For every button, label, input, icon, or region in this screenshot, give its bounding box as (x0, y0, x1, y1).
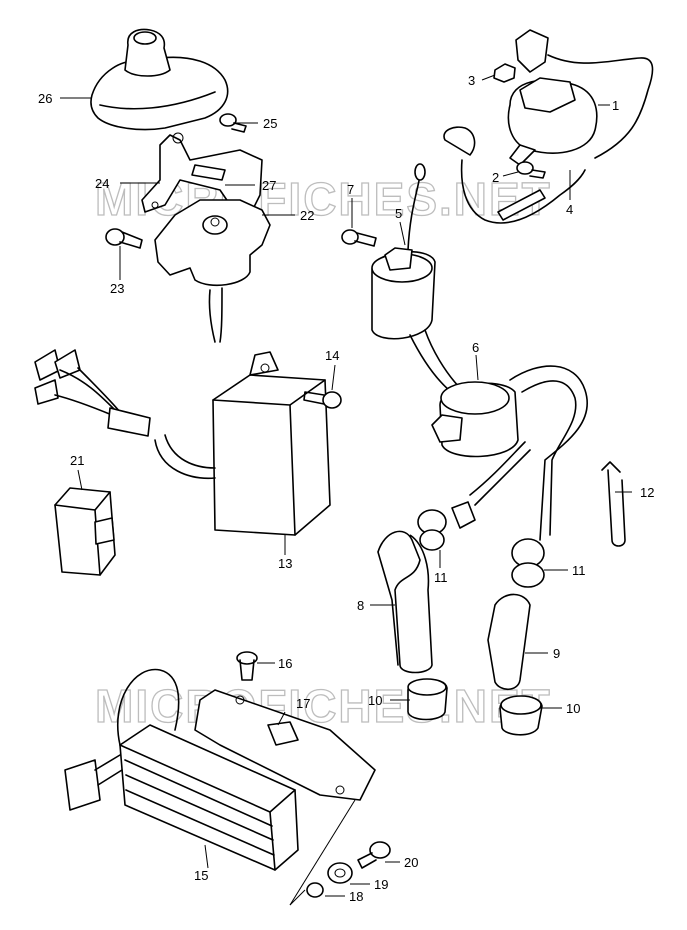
callout-24: 24 (95, 176, 109, 191)
callout-4: 4 (566, 202, 573, 217)
part-26-cover[interactable] (90, 28, 229, 131)
part-3-nut[interactable] (493, 63, 516, 83)
part-2-bolt[interactable] (516, 161, 546, 179)
callout-18: 18 (349, 889, 363, 904)
part-8-lead[interactable] (377, 530, 433, 674)
callout-3: 3 (468, 73, 475, 88)
part-6-coil[interactable] (431, 365, 588, 541)
callout-27: 27 (262, 178, 276, 193)
callout-12: 12 (640, 485, 654, 500)
callout-16: 16 (278, 656, 292, 671)
callout-8: 8 (357, 598, 364, 613)
callout-17: 17 (296, 696, 310, 711)
callout-9: 9 (553, 646, 560, 661)
callout-19: 19 (374, 877, 388, 892)
part-23-bolt[interactable] (105, 228, 143, 249)
part-9-lead[interactable] (487, 593, 531, 691)
callout-1: 1 (612, 98, 619, 113)
part-10-cap-right[interactable] (499, 695, 543, 736)
ignition-coil-upper[interactable] (371, 247, 461, 396)
callout-11-right: 11 (572, 563, 586, 578)
part-14-screw[interactable] (303, 391, 342, 409)
callout-10-left: 10 (368, 693, 382, 708)
part-4-cable[interactable] (443, 126, 586, 224)
callout-14: 14 (325, 348, 339, 363)
part-20-bolt[interactable] (357, 841, 391, 869)
part-17-bracket[interactable] (194, 689, 376, 801)
part-11-cap-left[interactable] (417, 501, 476, 551)
callout-11-left: 11 (434, 570, 448, 585)
callout-21: 21 (70, 453, 84, 468)
part-7-bolt[interactable] (341, 229, 377, 247)
callout-5: 5 (395, 206, 402, 221)
wire-harness-left[interactable] (34, 349, 216, 480)
callout-6: 6 (472, 340, 479, 355)
part-16-bolt[interactable] (236, 651, 258, 681)
callout-10-right: 10 (566, 701, 580, 716)
part-5-wire[interactable] (407, 163, 426, 251)
watermark-bottom: MICROFICHES.NET (95, 680, 552, 732)
callout-25: 25 (263, 116, 277, 131)
callout-26: 26 (38, 91, 52, 106)
callout-15: 15 (194, 868, 208, 883)
callout-7: 7 (347, 182, 354, 197)
part-11-cap-right[interactable] (511, 538, 545, 588)
part-13-cdi-unit[interactable] (212, 351, 331, 536)
callout-23: 23 (110, 281, 124, 296)
part-19-grommet[interactable] (327, 862, 353, 884)
callout-13: 13 (278, 556, 292, 571)
part-18-collar[interactable] (306, 882, 324, 898)
callout-2: 2 (492, 170, 499, 185)
part-21-relay[interactable] (54, 487, 116, 576)
part-10-cap-left[interactable] (407, 678, 448, 721)
part-25-screw[interactable] (219, 113, 247, 133)
part-27-plate[interactable] (191, 164, 226, 181)
part-12-clamp[interactable] (601, 461, 626, 547)
part-1-relay[interactable] (507, 29, 654, 166)
part-15-regulator[interactable] (64, 668, 299, 871)
leader-lines (60, 74, 632, 906)
callout-20: 20 (404, 855, 418, 870)
part-22-switch[interactable] (154, 199, 271, 343)
callout-22: 22 (300, 208, 314, 223)
callouts: 26 25 24 27 22 23 1 3 2 4 5 7 6 14 12 13… (38, 73, 654, 904)
